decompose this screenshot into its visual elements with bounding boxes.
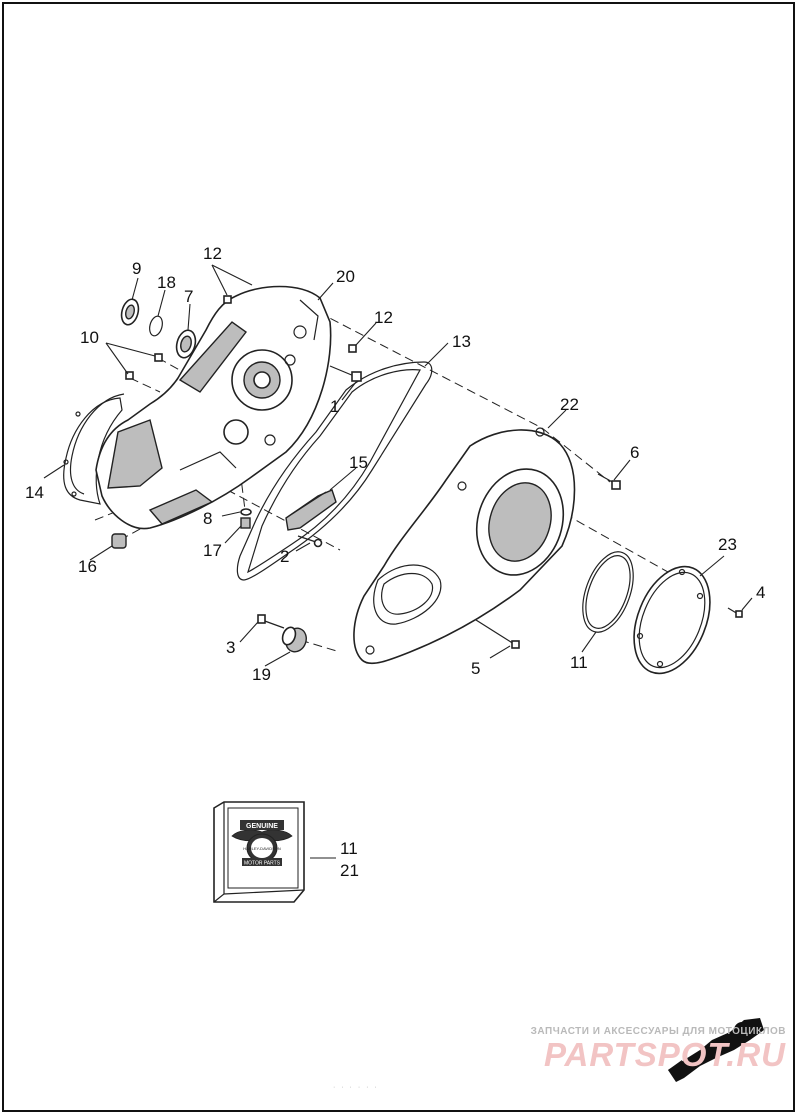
callout-17: 17 [203, 541, 222, 560]
callout-10: 10 [80, 328, 99, 347]
callout-2: 2 [280, 547, 289, 566]
part-7-bearing [175, 329, 197, 359]
callout-16: 16 [78, 557, 97, 576]
part-9-oil-seal [120, 298, 140, 326]
front-direction-arrow-icon [668, 1018, 764, 1082]
logo-top-text: GENUINE [246, 823, 278, 830]
part-10-dowel-pins [125, 353, 163, 380]
callout-14: 14 [25, 483, 44, 502]
callout-22: 22 [560, 395, 579, 414]
part-3-bolt [257, 614, 285, 629]
part-18-retaining-ring [149, 315, 163, 337]
part-13-primary-gasket [236, 361, 433, 581]
callout-18: 18 [157, 273, 176, 292]
watermark-brand: PARTSPOT.RU [543, 1036, 786, 1073]
part-11-o-ring [582, 551, 634, 633]
part-5-long-bolt [475, 619, 520, 649]
callout-6: 6 [630, 443, 639, 462]
callout-1: 1 [330, 397, 339, 416]
part-22-outer-primary-cover [353, 427, 576, 665]
watermark-subtitle: ЗАПЧАСТИ И АКСЕССУАРЫ ДЛЯ МОТОЦИКЛОВ [530, 1026, 786, 1037]
callout-12-top: 12 [203, 244, 222, 263]
callout-8: 8 [203, 509, 212, 528]
callout-19: 19 [252, 665, 271, 684]
part-8-fitting [240, 508, 252, 516]
part-1-bolt [329, 365, 362, 382]
callout-13: 13 [452, 332, 471, 351]
watermark: ЗАПЧАСТИ И АКСЕССУАРЫ ДЛЯ МОТОЦИКЛОВ PAR… [531, 1026, 786, 1073]
genuine-logo: GENUINE HARLEY-DAVIDSON MOTOR PARTS [231, 820, 293, 867]
footer-code: · · · · · · [333, 1084, 379, 1091]
part-23-derby-cover [633, 565, 711, 675]
part-16-dowel [111, 533, 127, 549]
callout-20: 20 [336, 267, 355, 286]
part-2-screw [297, 535, 323, 548]
part-4-screw [727, 607, 743, 618]
callout-7: 7 [184, 287, 193, 306]
part-17-plug [240, 517, 251, 529]
callout-15: 15 [349, 453, 368, 472]
callout-9: 9 [132, 259, 141, 278]
part-14-gasket [63, 393, 125, 505]
callout-4: 4 [756, 583, 765, 602]
callout-23: 23 [718, 535, 737, 554]
callout-11: 11 [570, 653, 588, 672]
part-20-inner-primary-housing [95, 285, 332, 530]
part-15-retainer [285, 489, 337, 531]
callout-5: 5 [471, 659, 480, 678]
callout-11-kit: 11 [340, 839, 358, 858]
leader-lines [43, 264, 753, 859]
callout-3: 3 [226, 638, 235, 657]
callout-21: 21 [340, 861, 359, 880]
part-6-bolt [597, 473, 621, 490]
callout-numbers: 9 18 7 12 20 10 12 13 1 22 6 15 14 8 17 … [25, 244, 765, 880]
logo-bottom-text: MOTOR PARTS [244, 861, 281, 867]
part-12-dowel-pins [223, 295, 357, 353]
callout-12-right: 12 [374, 308, 393, 327]
genuine-parts-kit-box: GENUINE HARLEY-DAVIDSON MOTOR PARTS [213, 801, 305, 903]
logo-brand-text: HARLEY-DAVIDSON [243, 846, 281, 851]
part-19-spacer [281, 626, 307, 653]
